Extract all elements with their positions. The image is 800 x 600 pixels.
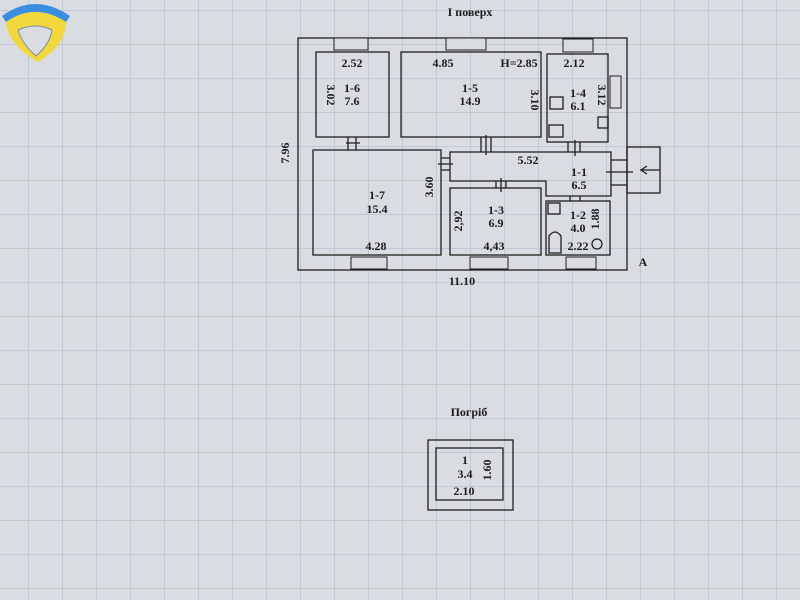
dimension-label: 3.60 [422,177,436,198]
dimension-label: 2.22 [568,239,589,253]
window [445,37,487,51]
sink-icon [548,124,564,138]
window [350,256,388,270]
dimension-label: 4.28 [366,239,387,253]
entrance-arrow-icon [639,165,660,175]
room-number: 1 [462,453,468,467]
room-area: 6.1 [571,99,586,113]
toilet-icon [591,238,603,250]
window [333,37,369,51]
room-area: 6.9 [489,216,504,230]
room-1-7 [312,149,442,256]
dimension-label: 1.88 [588,209,602,230]
logo [2,4,70,62]
stove-icon [549,96,564,110]
room-number: 1-4 [570,86,586,100]
doors [346,135,633,201]
dimension-label: 3.12 [595,85,609,106]
dimension-label: 2.10 [454,484,475,498]
room-number: 1-2 [570,208,586,222]
dimension-label: 4.85 [433,56,454,70]
room-1-2 [545,200,611,256]
section-mark: А [639,255,648,269]
room-1-4 [546,53,609,143]
room-number: 1-5 [462,81,478,95]
window [562,38,594,53]
bathtub-icon [548,231,562,254]
window [469,256,509,270]
outer-wall [297,37,628,271]
dimension-label: 5.52 [518,153,539,167]
room-number: 1-7 [369,188,385,202]
washbasin-icon [547,202,561,215]
cellar-title: Погріб [451,405,488,419]
room-area: 6.5 [572,178,587,192]
dimension-label: 1.60 [480,460,494,481]
room-area: 14.9 [460,94,481,108]
boiler-icon [597,116,609,129]
ceiling-height: H=2.85 [500,56,537,70]
room-area: 15.4 [367,202,388,216]
cellar-outer-wall [427,439,514,511]
window [565,256,597,270]
room-number: 1-6 [344,81,360,95]
room-area: 4.0 [571,221,586,235]
cellar-room [435,447,504,501]
dimension-label: 2,92 [451,211,465,232]
room-area: 7.6 [345,94,360,108]
overall-depth: 7.96 [278,143,292,164]
dimension-label: 3.02 [324,85,338,106]
dimension-label: 4,43 [484,239,505,253]
room-1-6 [315,51,390,138]
floor-title: I поверх [448,5,493,19]
room-number: 1-3 [488,203,504,217]
window [609,75,622,109]
dimension-label: 2.52 [342,56,363,70]
dimension-label: 2.12 [564,56,585,70]
room-area: 3.4 [458,467,473,481]
overall-width: 11.10 [449,274,475,288]
room-1-1 [449,151,612,197]
room-1-5 [400,51,542,138]
room-number: 1-1 [571,165,587,179]
dimension-label: 3.10 [528,90,542,111]
